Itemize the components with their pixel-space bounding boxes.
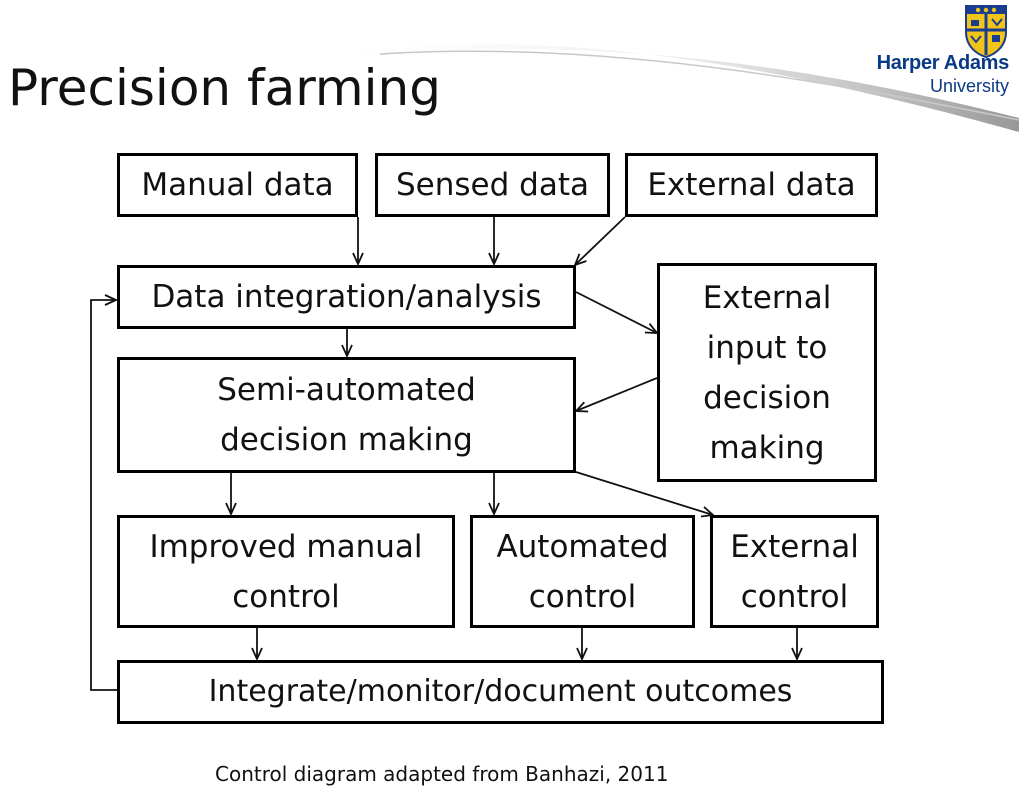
node-label: External control: [730, 528, 859, 615]
node-improved-manual-control: Improved manual control: [117, 515, 455, 628]
node-label: Improved manual control: [149, 528, 423, 615]
arrow-external-to-integration: [575, 216, 626, 265]
node-data-integration: Data integration/analysis: [117, 265, 576, 329]
node-label: Integrate/monitor/document outcomes: [208, 674, 793, 709]
node-manual-data: Manual data: [117, 153, 358, 217]
node-label: Manual data: [141, 167, 334, 203]
node-label: Automated control: [496, 528, 669, 615]
node-semi-automated: Semi-automated decision making: [117, 357, 576, 473]
university-crest-icon: [965, 5, 1007, 58]
node-label: Sensed data: [396, 167, 589, 203]
node-label: Semi-automated decision making: [217, 372, 476, 458]
node-external-input: External input to decision making: [657, 263, 877, 482]
node-label: Data integration/analysis: [151, 279, 542, 315]
arrow-external-input-to-semi: [576, 377, 658, 411]
node-external-data: External data: [625, 153, 878, 217]
node-external-control: External control: [710, 515, 879, 628]
header-swoosh: [300, 44, 1019, 132]
university-logo: Harper Adams University: [845, 2, 1019, 112]
figure-caption: Control diagram adapted from Banhazi, 20…: [215, 762, 669, 786]
node-sensed-data: Sensed data: [375, 153, 610, 217]
node-integrate-outcomes: Integrate/monitor/document outcomes: [117, 660, 884, 724]
node-automated-control: Automated control: [470, 515, 695, 628]
arrow-feedback-loop: [90, 300, 117, 691]
arrow-integration-to-external-input: [575, 291, 657, 333]
node-label: External input to decision making: [702, 279, 832, 466]
logo-subtitle: University: [929, 76, 1009, 96]
page-title: Precision farming: [8, 59, 441, 117]
logo-name: Harper Adams: [876, 52, 1010, 74]
node-label: External data: [647, 167, 856, 203]
